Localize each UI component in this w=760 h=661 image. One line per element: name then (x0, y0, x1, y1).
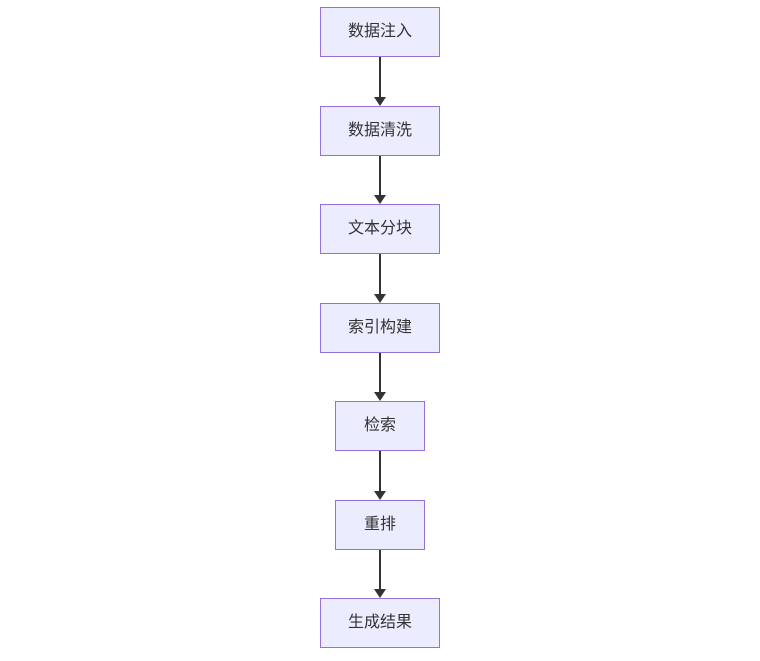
node-label: 重排 (363, 515, 396, 533)
node-label: 生成结果 (347, 614, 412, 631)
flow-node-data-ingest: 数据注入 (320, 7, 440, 57)
arrow-line (379, 451, 381, 491)
node-label: 索引构建 (347, 318, 412, 336)
flow-arrow-rerank-to-generate-result (374, 549, 386, 598)
arrow-line (379, 549, 381, 589)
arrow-line (379, 155, 381, 195)
node-label: 文本分块 (347, 220, 412, 237)
node-label: 数据注入 (347, 23, 412, 40)
flow-node-retrieve: 检索 (335, 401, 425, 451)
arrowhead-down-icon (374, 589, 386, 598)
flow-arrow-text-chunk-to-index-build (374, 254, 386, 303)
arrow-line (379, 254, 381, 294)
arrowhead-down-icon (374, 490, 386, 500)
arrowhead-down-icon (374, 96, 386, 106)
flow-node-index-build: 索引构建 (320, 302, 440, 353)
flow-arrow-index-build-to-retrieve (374, 352, 386, 401)
flow-node-text-chunk: 文本分块 (320, 204, 440, 254)
flow-node-rerank: 重排 (335, 499, 425, 550)
flow-arrow-retrieve-to-rerank (374, 451, 386, 500)
flow-arrow-data-ingest-to-data-clean (374, 57, 386, 106)
arrowhead-down-icon (374, 293, 386, 303)
flow-node-generate-result: 生成结果 (320, 598, 440, 648)
arrowhead-down-icon (374, 195, 386, 204)
flow-node-data-clean: 数据清洗 (320, 105, 440, 156)
flow-arrow-data-clean-to-text-chunk (374, 155, 386, 204)
arrow-line (379, 352, 381, 392)
arrow-line (379, 57, 381, 97)
arrowhead-down-icon (374, 392, 386, 401)
node-label: 检索 (363, 417, 396, 434)
node-label: 数据清洗 (347, 121, 412, 139)
